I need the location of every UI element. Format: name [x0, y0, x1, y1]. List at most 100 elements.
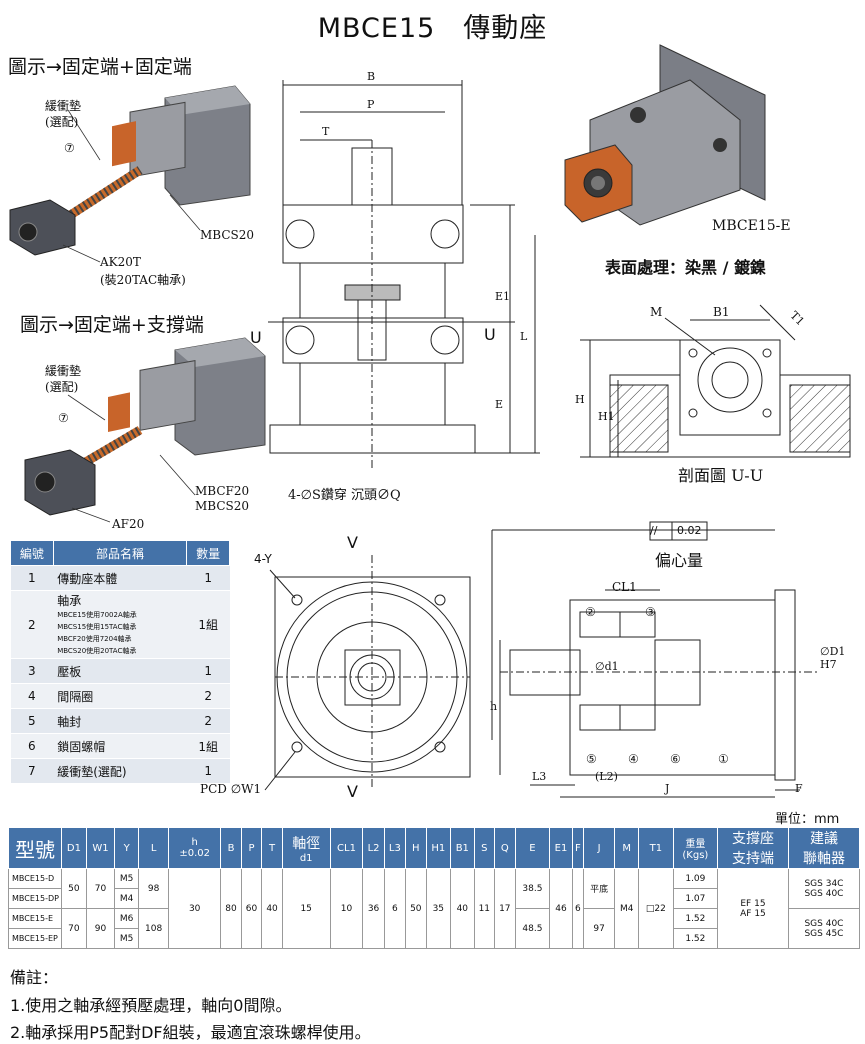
spec-W1: 90 [85, 908, 116, 949]
notes-heading: 備註： [10, 968, 59, 987]
callout-4: ④ [628, 752, 639, 766]
dim-CL1: CL1 [612, 580, 637, 594]
spec-D1: 50 [61, 868, 87, 909]
note-2: 2.軸承採用P5配對DF組裝，最適宜滾珠螺桿使用。 [10, 1023, 371, 1042]
callout-7-b: ⑦ [58, 411, 69, 425]
spec-header-model: 型號 [8, 827, 62, 869]
dim-d1: ∅d1 [595, 660, 619, 673]
spec-J: 平底 [582, 868, 616, 909]
assembly-fixed-fixed [9, 85, 251, 263]
spec-Q: 17 [494, 868, 516, 949]
unit-label: 單位：mm [775, 812, 840, 827]
spec-header-weight: 重量(Kgs) [672, 827, 719, 869]
parts-row: 3 壓板 1 [10, 658, 230, 684]
spec-weight: 1.07 [672, 888, 719, 909]
dim-H1: H1 [598, 410, 615, 423]
mbce15e-label: MBCE15-E [712, 218, 791, 234]
section-mark-V-top: V [347, 533, 358, 552]
dim-L: L [520, 330, 528, 343]
spec-row: MBCE15-D 50 70 M5 98 30 80 60 40 15 10 3… [8, 868, 861, 949]
bearing-sub: MBCS15使用15TAC軸承 [57, 623, 137, 631]
caption-fixed-support: 圖示→固定端+支撐端 [20, 314, 204, 336]
part-name: 鎖固螺帽 [53, 733, 187, 759]
part-qty: 2 [186, 708, 230, 734]
spec-header-coupling: 建議聯軸器 [787, 827, 861, 869]
spec-header-coupling-sub: 聯軸器 [802, 851, 845, 867]
parts-row: 7 緩衝墊(選配) 1 [10, 758, 230, 784]
mbce15e-illustration [564, 44, 766, 226]
spec-model: MBCE15-EP [8, 928, 62, 949]
dim-E: E [495, 398, 504, 411]
spec-header-T: T [261, 827, 283, 869]
tolerance-value: 0.02 [677, 524, 702, 537]
parts-header-qty: 數量 [186, 540, 230, 566]
spec-coupling-2: SGS 45C [804, 928, 844, 939]
part-no: 6 [10, 733, 54, 759]
spec-Y: M5 [114, 868, 140, 889]
spec-P: 60 [240, 868, 263, 949]
part-qty: 1組 [186, 733, 230, 759]
callout-3: ③ [645, 605, 656, 619]
spec-M: M4 [614, 868, 640, 949]
part-no: 2 [10, 590, 54, 659]
dim-M: M [650, 305, 663, 319]
part-no: 5 [10, 708, 54, 734]
spec-header-J: J [582, 827, 616, 869]
spec-B1: 40 [450, 868, 475, 949]
mbcs20-label-b: MBCS20 [195, 499, 249, 513]
part-qty: 1 [186, 658, 230, 684]
spec-header-L2: L2 [362, 827, 385, 869]
spec-header-F: F [571, 827, 584, 869]
spec-header-D1: D1 [61, 827, 87, 869]
spec-row: MBCE15-E 70 90 M6 108 48.5 97 1.52 SGS 4… [8, 908, 861, 949]
part-no: 7 [10, 758, 54, 784]
spec-header-weight-label: 重量 [685, 839, 706, 850]
spec-L: 108 [138, 908, 170, 949]
spec-model: MBCE15-E [8, 908, 62, 929]
spec-d1: 15 [281, 868, 331, 949]
spec-T1: □22 [638, 868, 674, 949]
part-name: 軸承 [57, 594, 82, 608]
callout-2: ② [585, 605, 596, 619]
part-no: 4 [10, 683, 54, 709]
mbcs20-label-a: MBCS20 [200, 228, 254, 242]
spec-weight: 1.52 [672, 928, 719, 949]
spec-header-support-sub: 支持端 [731, 851, 774, 867]
spec-model: MBCE15-D [8, 868, 62, 889]
spec-header-weight-unit: (Kgs) [682, 850, 709, 861]
spec-header-h-label: h [191, 837, 198, 848]
spec-h: 30 [168, 868, 222, 949]
spec-support-2: AF 15 [740, 908, 766, 919]
part-qty: 1組 [186, 590, 230, 659]
spec-header-E: E [514, 827, 551, 869]
spec-W1: 70 [85, 868, 116, 909]
part-name-bearing: 軸承 MBCE15使用7002A軸承 MBCS15使用15TAC軸承 MBCF2… [53, 590, 187, 659]
spec-S: 11 [473, 868, 496, 949]
dim-h: h [490, 700, 498, 713]
section-title: 剖面圖 U-U [678, 466, 764, 485]
dim-F: F [795, 782, 803, 795]
spec-L: 98 [138, 868, 170, 909]
part-no: 1 [10, 565, 54, 591]
af20-label: AF20 [112, 517, 145, 531]
assembly-fixed-support [24, 337, 266, 523]
note-1: 1.使用之軸承經預壓處理，軸向0間隙。 [10, 996, 292, 1015]
spec-CL1: 10 [329, 868, 364, 949]
spec-row: MBCE15-EP M5 1.52 [8, 928, 860, 949]
spec-header-B1: B1 [450, 827, 475, 869]
part-qty: 1 [186, 565, 230, 591]
dim-B1: B1 [713, 305, 730, 319]
cushion-label-2: 緩衝墊 [45, 364, 82, 378]
spec-support-1: EF 15 [740, 898, 766, 909]
part-no: 3 [10, 658, 54, 684]
spec-header-h: h±0.02 [168, 827, 222, 869]
callout-5: ⑤ [586, 752, 597, 766]
part-name: 間隔圈 [53, 683, 187, 709]
